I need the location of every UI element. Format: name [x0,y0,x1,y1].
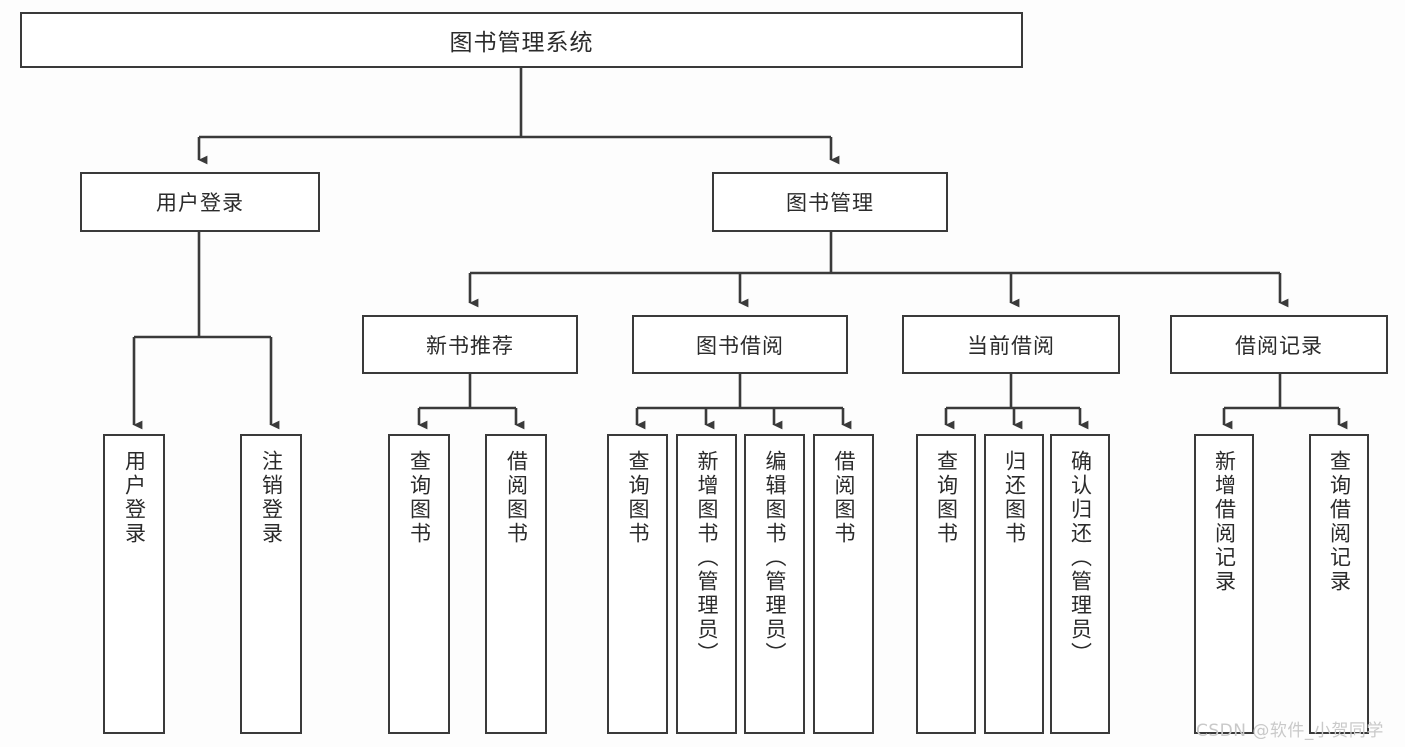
node-root[interactable]: 图书管理系统 [20,12,1023,68]
node-new-book-recommend-label: 新书推荐 [426,333,514,358]
node-borrow-records-label: 借阅记录 [1235,333,1323,358]
leaf-borrow-book-label: 借阅图书 [832,450,856,546]
node-current-borrow[interactable]: 当前借阅 [902,315,1120,374]
node-book-management[interactable]: 图书管理 [712,172,948,232]
node-user-login[interactable]: 用户登录 [80,172,320,232]
leaf-logout-label: 注销登录 [259,450,284,546]
leaf-query-book-current-label: 查询图书 [934,450,959,546]
node-borrow-records[interactable]: 借阅记录 [1170,315,1388,374]
leaf-borrow-book-recommend[interactable]: 借阅图书 [485,434,547,734]
node-book-borrow[interactable]: 图书借阅 [632,315,848,374]
leaf-add-book-admin-label: 新增图书（管理员） [695,450,719,666]
leaf-query-borrow-record-label: 查询借阅记录 [1327,450,1352,594]
leaf-borrow-book[interactable]: 借阅图书 [813,434,874,734]
leaf-return-book[interactable]: 归还图书 [984,434,1044,734]
leaf-return-book-label: 归还图书 [1002,450,1027,546]
leaf-query-book-recommend[interactable]: 查询图书 [388,434,450,734]
leaf-query-borrow-record[interactable]: 查询借阅记录 [1309,434,1369,734]
leaf-user-login-label: 用户登录 [122,450,147,546]
node-user-login-label: 用户登录 [156,191,244,215]
csdn-watermark: CSDN @软件_小贺同学 [1196,721,1384,741]
leaf-borrow-book-recommend-label: 借阅图书 [504,450,529,546]
leaf-confirm-return-admin-label: 确认归还（管理员） [1068,450,1093,666]
leaf-user-login[interactable]: 用户登录 [103,434,165,734]
leaf-query-book-borrow-label: 查询图书 [626,450,650,546]
leaf-query-book-recommend-label: 查询图书 [407,450,432,546]
leaf-edit-book-admin[interactable]: 编辑图书（管理员） [744,434,805,734]
leaf-query-book-current[interactable]: 查询图书 [916,434,976,734]
leaf-add-borrow-record-label: 新增借阅记录 [1212,450,1237,594]
leaf-logout[interactable]: 注销登录 [240,434,302,734]
leaf-confirm-return-admin[interactable]: 确认归还（管理员） [1050,434,1110,734]
node-new-book-recommend[interactable]: 新书推荐 [362,315,578,374]
leaf-edit-book-admin-label: 编辑图书（管理员） [763,450,787,666]
node-book-management-label: 图书管理 [786,191,874,215]
node-book-borrow-label: 图书借阅 [696,333,784,358]
leaf-add-borrow-record[interactable]: 新增借阅记录 [1194,434,1254,734]
node-current-borrow-label: 当前借阅 [967,333,1055,358]
leaf-query-book-borrow[interactable]: 查询图书 [607,434,668,734]
node-root-label: 图书管理系统 [449,30,594,56]
leaf-add-book-admin[interactable]: 新增图书（管理员） [676,434,737,734]
